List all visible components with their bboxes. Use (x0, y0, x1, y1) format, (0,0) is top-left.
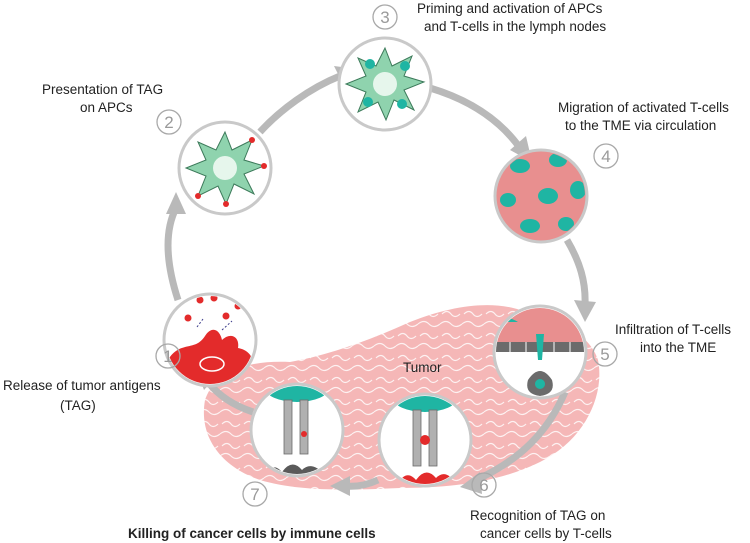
step-1-illustration (162, 292, 258, 388)
step-6-label-line2: cancer cells by T-cells (480, 526, 612, 541)
tumor-label: Tumor (403, 360, 442, 375)
step-6-illustration (377, 392, 473, 488)
svg-text:3: 3 (380, 8, 389, 27)
svg-text:7: 7 (250, 485, 259, 504)
svg-text:4: 4 (601, 147, 610, 166)
step-3-label-line1: Priming and activation of APCs (417, 1, 603, 16)
step-numbers: 1 2 3 4 5 6 7 (155, 4, 619, 507)
step-4-illustration (493, 148, 589, 244)
step-labels: Release of tumor antigens (TAG) Presenta… (3, 1, 731, 541)
step-2-label-line1: Presentation of TAG (42, 82, 163, 97)
step-2-illustration (177, 120, 273, 216)
step-1-label-line1: Release of tumor antigens (3, 378, 161, 393)
step-4-label-line1: Migration of activated T-cells (558, 100, 729, 115)
step-4-label-line2: to the TME via circulation (565, 118, 716, 133)
step-7-number: 7 (242, 481, 268, 507)
svg-text:2: 2 (164, 113, 173, 132)
step-5-label-line2: into the TME (640, 340, 716, 355)
svg-text:6: 6 (479, 476, 488, 495)
step-1-label-line2: (TAG) (60, 398, 96, 413)
step-1-number: 1 (155, 343, 181, 369)
step-2-number: 2 (156, 109, 182, 135)
step-5-illustration (492, 304, 588, 400)
step-3-number: 3 (372, 4, 398, 30)
step-6-label-line1: Recognition of TAG on (470, 508, 605, 523)
step-3-label-line2: and T-cells in the lymph nodes (424, 19, 606, 34)
step-6-number: 6 (471, 472, 497, 498)
step-3-illustration (337, 36, 433, 132)
cycle-arrows (164, 72, 589, 490)
step-5-number: 5 (592, 341, 618, 367)
svg-text:5: 5 (600, 345, 609, 364)
step-4-number: 4 (593, 143, 619, 169)
svg-text:1: 1 (163, 347, 172, 366)
step-7-label: Killing of cancer cells by immune cells (128, 526, 376, 541)
step-2-label-line2: on APCs (80, 100, 133, 115)
step-5-label-line1: Infiltration of T-cells (615, 322, 731, 337)
step-7-illustration (249, 382, 345, 478)
